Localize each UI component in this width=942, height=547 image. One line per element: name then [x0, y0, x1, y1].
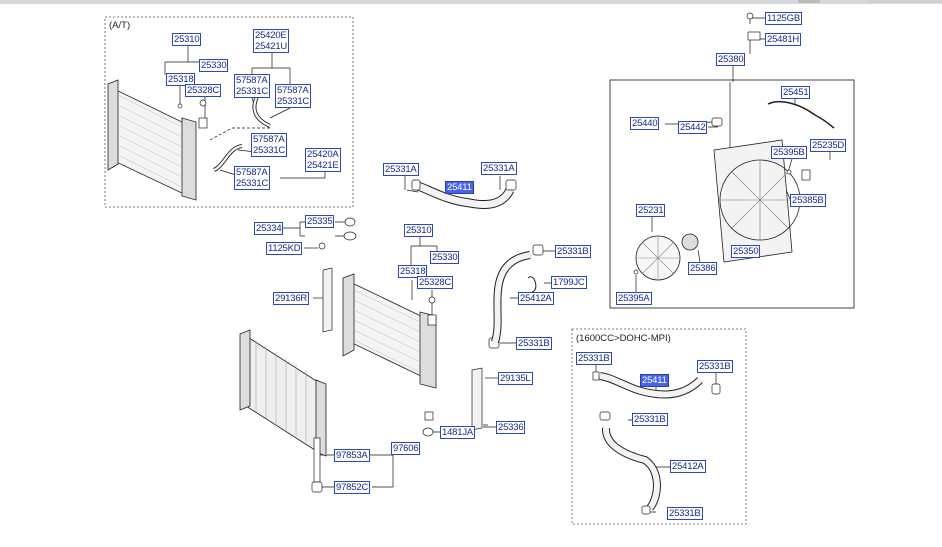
part-label-25412a[interactable]: 25412A — [518, 292, 554, 305]
part-label-25331c[interactable]: 25331C — [253, 145, 286, 156]
part-label-25334[interactable]: 25334 — [254, 222, 284, 235]
part-label-25318-main[interactable]: 25318 — [398, 265, 428, 278]
part-label-25395a[interactable]: 25395A — [616, 292, 652, 305]
fan-small-parts — [633, 12, 811, 275]
at-group-frame — [104, 16, 354, 208]
fan-assembly-frame — [609, 79, 855, 309]
at-group-title: (A/T) — [109, 20, 131, 31]
part-label-25331b-mid[interactable]: 25331B — [516, 337, 552, 350]
dohc-group-frame — [571, 328, 747, 525]
part-label-25350[interactable]: 25350 — [731, 245, 761, 258]
part-label-25385b[interactable]: 25385B — [790, 194, 826, 207]
part-label-25331a-right[interactable]: 25331A — [481, 162, 517, 175]
dohc-clamps — [592, 371, 721, 515]
part-label-25318[interactable]: 25318 — [166, 73, 196, 86]
part-label-1481ja[interactable]: 1481JA — [440, 426, 476, 439]
part-label-57587a-25331c-3[interactable]: 57587A 25331C — [251, 133, 288, 157]
part-label-25420e[interactable]: 25420E — [255, 30, 287, 41]
part-label-57587a-25331c-1[interactable]: 57587A 25331C — [234, 74, 271, 98]
part-label-25331b-dohc-bottom[interactable]: 25331B — [667, 507, 703, 520]
part-label-25411-dohc-highlighted[interactable]: 25411 — [640, 374, 669, 387]
part-label-25451[interactable]: 25451 — [781, 86, 811, 99]
window-top-bar — [0, 0, 942, 4]
part-label-25420e-25421u[interactable]: 25420E 25421U — [253, 29, 290, 53]
part-label-25231[interactable]: 25231 — [636, 204, 666, 217]
part-label-25442[interactable]: 25442 — [678, 121, 708, 134]
clip-1799jc — [527, 276, 537, 293]
condenser-fins — [255, 340, 307, 442]
part-label-25330-main[interactable]: 25330 — [430, 251, 460, 264]
bracket-29135l — [471, 367, 483, 431]
part-label-25412a-dohc[interactable]: 25412A — [670, 460, 706, 473]
group-frames — [104, 16, 747, 525]
receiver-drier — [311, 437, 323, 493]
part-label-25310-main[interactable]: 25310 — [404, 224, 434, 237]
at-radiator-fins — [117, 94, 183, 188]
bracket-29136r — [322, 267, 333, 333]
part-label-25420a[interactable]: 25420A — [307, 149, 339, 160]
part-label-25421u[interactable]: 25421U — [255, 41, 288, 52]
fan-motor — [681, 233, 699, 251]
part-label-29135l[interactable]: 29135L — [498, 372, 533, 385]
part-label-25335[interactable]: 25335 — [305, 215, 335, 228]
shroud-spokes — [720, 160, 800, 240]
main-radiator — [342, 273, 437, 389]
part-label-25440[interactable]: 25440 — [630, 117, 660, 130]
part-label-25331b-top[interactable]: 25331B — [555, 245, 591, 258]
toolbar-indicator-right — [868, 0, 942, 3]
condenser — [239, 329, 327, 457]
part-label-25420a-25421e[interactable]: 25420A 25421E — [305, 148, 341, 172]
part-label-25481h[interactable]: 25481H — [765, 33, 802, 46]
part-label-25310[interactable]: 25310 — [172, 33, 202, 46]
wire-harness — [767, 100, 835, 129]
radiator-cap-parts — [318, 217, 357, 250]
part-label-25331a-left[interactable]: 25331A — [383, 163, 419, 176]
part-label-25395b[interactable]: 25395B — [771, 146, 807, 159]
part-label-97606[interactable]: 97606 — [391, 442, 421, 455]
part-label-25336[interactable]: 25336 — [496, 421, 526, 434]
fan-blade-vanes — [636, 236, 680, 280]
toolbar-indicator — [798, 0, 820, 3]
dohc-group-title: (1600CC>DOHC-MPI) — [576, 333, 671, 344]
part-label-25331b-dohc-right[interactable]: 25331B — [697, 360, 733, 373]
part-label-57587a-25331c-2[interactable]: 57587A 25331C — [275, 84, 312, 108]
at-small-parts — [177, 99, 208, 129]
part-label-25331b-dohc-mid[interactable]: 25331B — [632, 413, 668, 426]
main-radiator-fittings — [422, 296, 437, 437]
part-label-25235d[interactable]: 25235D — [810, 139, 847, 152]
part-label-25331c[interactable]: 25331C — [236, 178, 269, 189]
part-label-25386[interactable]: 25386 — [688, 262, 718, 275]
part-label-25330[interactable]: 25330 — [199, 59, 229, 72]
part-label-57587a[interactable]: 57587A — [253, 134, 285, 145]
part-label-25421e[interactable]: 25421E — [307, 160, 339, 171]
part-label-57587a[interactable]: 57587A — [236, 75, 268, 86]
part-label-57587a[interactable]: 57587A — [277, 85, 309, 96]
part-label-57587a[interactable]: 57587A — [236, 167, 268, 178]
part-label-25328c-main[interactable]: 25328C — [417, 276, 454, 289]
part-label-25411-highlighted[interactable]: 25411 — [445, 181, 474, 194]
part-label-97852c[interactable]: 97852C — [334, 481, 371, 494]
leader-lines — [164, 17, 831, 513]
part-label-25331c[interactable]: 25331C — [236, 86, 269, 97]
part-label-25331b-dohc-left[interactable]: 25331B — [576, 352, 612, 365]
part-label-25328c[interactable]: 25328C — [185, 84, 222, 97]
part-label-25331c[interactable]: 25331C — [277, 96, 310, 107]
part-label-25380[interactable]: 25380 — [716, 53, 746, 66]
part-label-97853a[interactable]: 97853A — [334, 449, 370, 462]
part-label-1125gb[interactable]: 1125GB — [765, 12, 802, 25]
at-radiator — [107, 79, 197, 201]
main-radiator-fins — [353, 289, 421, 373]
part-label-57587a-25331c-4[interactable]: 57587A 25331C — [234, 166, 271, 190]
part-label-1125kd[interactable]: 1125KD — [266, 242, 303, 255]
part-label-29136r[interactable]: 29136R — [273, 292, 310, 305]
part-label-1799jc[interactable]: 1799JC — [551, 276, 587, 289]
